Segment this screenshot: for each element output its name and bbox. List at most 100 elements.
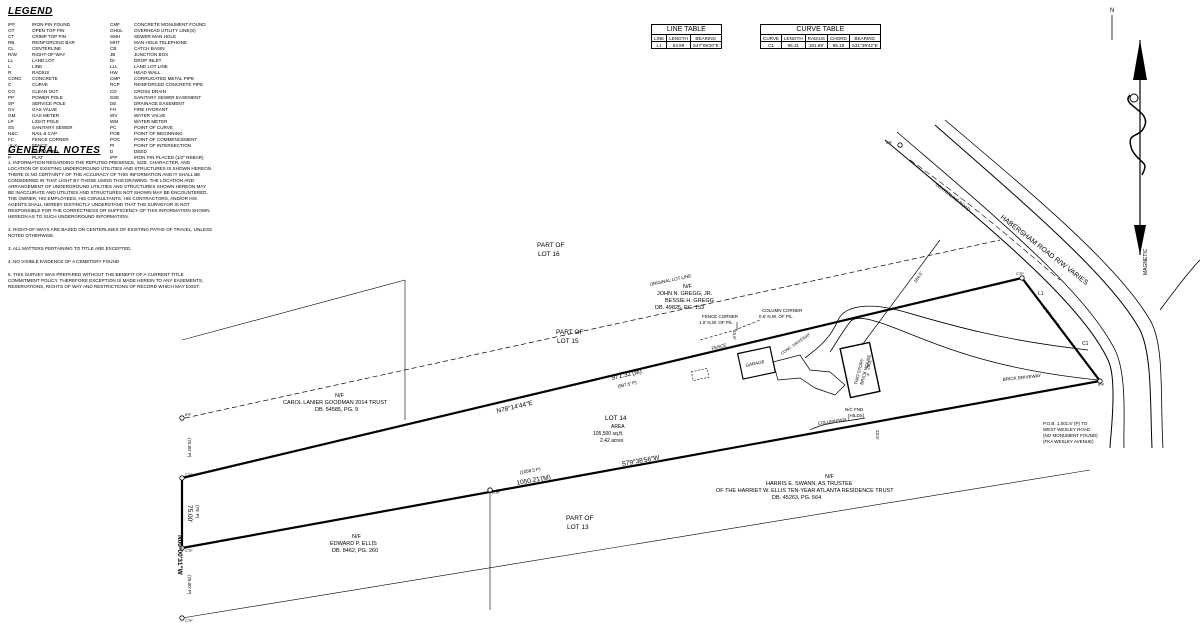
centerline-label: CENTERLINE ROAD: [934, 182, 971, 213]
pin-marker: [897, 142, 903, 148]
north-distance-plat: (987.5' P): [617, 380, 637, 389]
north-arrow-tail: [1134, 225, 1146, 255]
north-distance: 971.32'(M): [611, 368, 643, 382]
legend-abbreviation: RCP: [110, 82, 120, 88]
legend-description: IRON PIN PLACED (1/2" REBAR): [134, 155, 204, 161]
legend-abbreviation: P: [8, 155, 12, 161]
adjoining-line-lower: [181, 469, 1091, 619]
legend-description: JUNCTION BOX: [134, 52, 169, 58]
legend-description: MAN HOLE TELEPHONE: [134, 40, 188, 46]
north-arrow-circle: [1129, 93, 1139, 103]
part-lot-13-line1: PART OF: [566, 515, 593, 522]
legend-description: REINFORCED CONCRETE PIPE: [134, 82, 204, 88]
legend-abbreviation: CO: [8, 88, 15, 94]
line-table-cell: S47°09'20"E: [689, 41, 722, 49]
pin-markers: [179, 142, 1103, 621]
legend-description: POINT OF INTERSECTION: [134, 142, 192, 148]
legend-description: OPEN TOP PIN: [32, 28, 65, 34]
conc-driveway-outline: [772, 354, 846, 396]
legend-description: CORRUGATED METAL PIPE: [134, 76, 195, 82]
house-label-3: #: [865, 372, 871, 376]
legend-abbreviation: GM: [8, 112, 16, 118]
owner-north-nf: N/F: [683, 284, 693, 290]
pob-note-1: P.O.B. 1,001.6' (P) TO: [1043, 421, 1088, 426]
legend-description: OVERHEAD UTILITY LINE(S): [134, 28, 196, 34]
pob-note-2: WEST WESLEY ROAD: [1043, 427, 1091, 432]
general-note: 5. THIS SURVEY WAS PREPARED WITHOUT THE …: [8, 272, 204, 289]
column-wall: [809, 417, 866, 431]
legend-description: DROP INLET: [134, 58, 162, 64]
pin-label: IPF: [886, 140, 893, 145]
west-up-distance: (75.00' P): [187, 438, 192, 458]
legend-description: IRON PIN FOUND: [32, 22, 71, 27]
lot-14-label: LOT 14: [605, 415, 627, 422]
legend-abbreviation: POC: [110, 136, 120, 142]
owner-sw-deed: DB. 8462, PG. 260: [332, 548, 378, 554]
legend-abbreviation: C: [8, 82, 12, 88]
legend-description: CLEAN OUT: [32, 88, 59, 94]
pin-marker: [179, 615, 185, 621]
general-note: 4. NO VISIBLE EVIDENCE OF A CEMETERY FOU…: [8, 259, 120, 264]
legend-description: SERVICE POLE: [32, 100, 66, 106]
owner-sw-name: EDWARD P. ELLIS: [330, 541, 377, 547]
legend-title: LEGEND: [8, 6, 53, 17]
owner-north-deed: DB. 49825, PG. 153: [655, 305, 704, 311]
curve-c1-label: C1: [1082, 341, 1089, 347]
pob-note-3: (NO MONUMENT FOUND): [1043, 433, 1098, 438]
owner-south-deed: DB. 45263, PG. 564: [772, 495, 821, 501]
owner-south-nf: N/F: [825, 474, 835, 480]
owner-south-name2: OF THE HARRIET W. ELLIS TEN-YEAR ATLANTA…: [716, 488, 894, 494]
pin-marker: [1019, 275, 1025, 281]
west-distance-plat: (75' P): [195, 505, 200, 519]
road-centerline: [909, 159, 1061, 281]
owner-west-name: CAROL LANIER GOODMAN 2014 TRUST: [283, 400, 388, 406]
legend-description: GAS METER: [32, 112, 60, 118]
line-table-cell: L1: [650, 41, 668, 49]
curve-table-cell: 181.69': [804, 41, 829, 49]
general-note: 2. RIGHT-OF-WAYS ARE BASED ON CENTERLINE…: [8, 227, 213, 238]
legend-abbreviation: D: [110, 148, 114, 154]
road-row-line-east: [934, 124, 1153, 449]
legend-abbreviation: M: [8, 148, 12, 154]
owner-sw-nf: N/F: [352, 534, 362, 540]
legend-description: CRIMP TOP PIN: [32, 34, 67, 40]
legend-description: WATER VALVE: [134, 112, 166, 118]
road-row-line-west2: [896, 131, 1125, 449]
south-bearing: S79°38'56"W: [621, 453, 661, 468]
adjoining-line-upper: [181, 279, 406, 341]
owner-south-name1: HARRIS E. SWANN, AS TRUSTEE: [766, 481, 853, 487]
pin-label: CTF: [1016, 271, 1024, 276]
survey-labels: HABERSHAM ROAD R/W VARIES CENTERLINE ROA…: [176, 8, 1149, 623]
lot-14-area-label: AREA: [611, 424, 625, 430]
house-road-dimension: [861, 239, 941, 346]
pin-label: CTF: [185, 618, 193, 623]
legend-description: SEWER MAN HOLE: [134, 34, 177, 40]
legend-description: HEAD WALL: [134, 70, 161, 76]
legend-abbreviation: LP: [8, 118, 14, 124]
legend-description: DEED: [134, 148, 147, 154]
road-label: HABERSHAM ROAD R/W VARIES: [999, 214, 1090, 287]
original-lot-line: [184, 239, 1001, 419]
legend-description: POINT OF COMMENCEMENT: [134, 136, 198, 142]
legend-description: WATER METER: [134, 118, 168, 124]
legend-abbreviation: SP: [8, 100, 15, 106]
legend-description: CATCH BASIN: [134, 46, 165, 52]
house-label-4: 2801: [865, 359, 873, 370]
legend-abbreviation: FH: [110, 106, 117, 112]
legend-abbreviation: R: [8, 70, 12, 76]
legend-abbreviation: WV: [110, 112, 118, 118]
legend-abbreviation: RB: [8, 40, 15, 46]
west-distance: 75.00': [186, 505, 193, 523]
small-structure: [690, 368, 710, 381]
pin-marker: [487, 487, 493, 493]
legend-abbreviation: CMF: [110, 22, 120, 27]
legend-abbreviation: DI: [110, 58, 115, 64]
general-note: 3. ALL MATTERS PERTAINING TO TITLE ARE E…: [8, 246, 132, 251]
north-label: N: [1110, 8, 1114, 14]
legend-abbreviation: IPF: [8, 22, 16, 27]
brick-driveway-label: BRICK DRIVEWAY: [1003, 373, 1042, 382]
pin-label: CTF: [492, 490, 500, 495]
legend-description: LINE: [32, 64, 43, 70]
